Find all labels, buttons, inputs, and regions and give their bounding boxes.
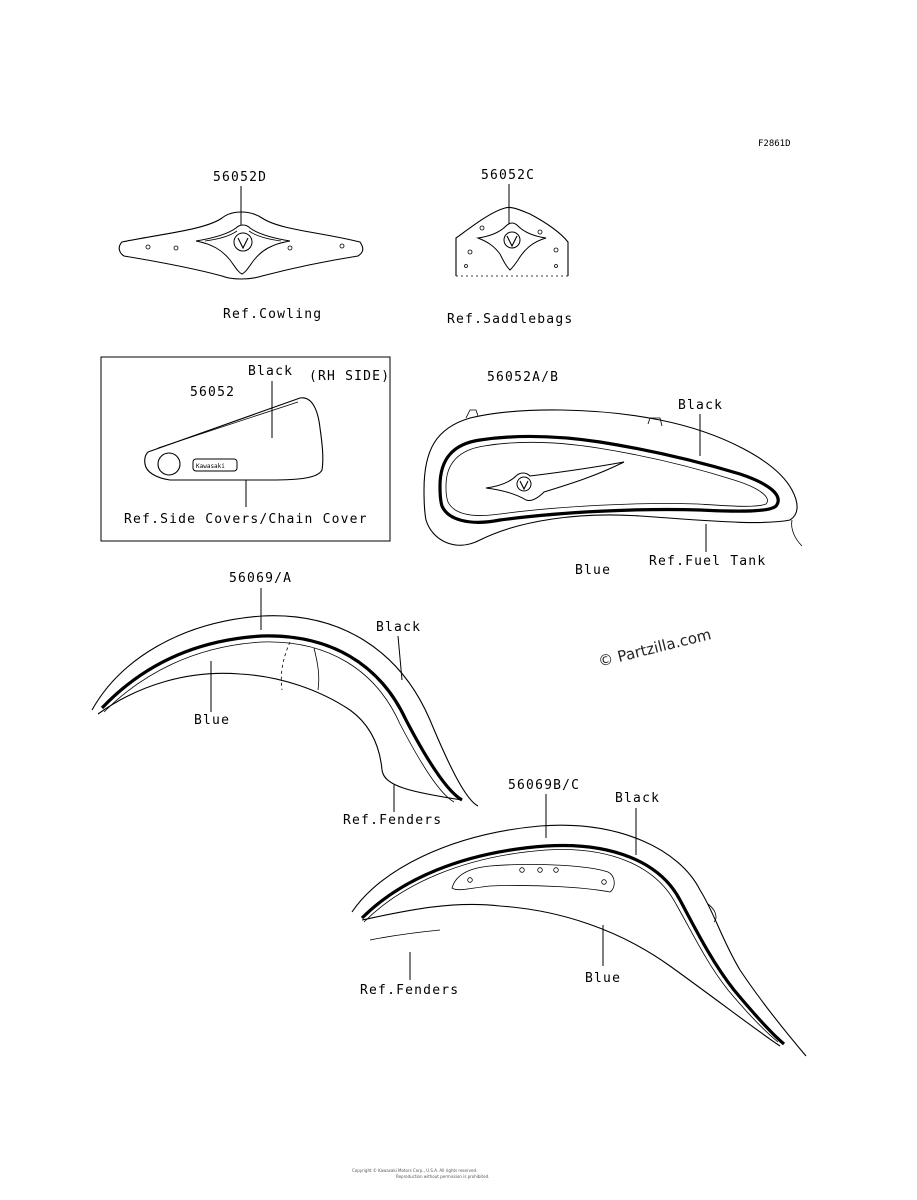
rear-fender-blue-label: Blue (585, 971, 621, 986)
front-fender-emblem[interactable]: 56069/A Black Blue Ref.Fenders (91, 571, 479, 828)
rear-fender-black-stripe (360, 843, 786, 1046)
side-cover-part-number: 56052 (190, 385, 235, 400)
watermark: © Partzilla.com (596, 625, 713, 670)
rear-fender-plate (451, 863, 615, 893)
cowling-part-number: 56052D (213, 170, 267, 185)
front-fender-black-label: Black (376, 620, 421, 635)
rear-fender-black-label: Black (615, 791, 660, 806)
tank-ref-label: Ref.Fuel Tank (649, 554, 766, 569)
svg-text:Kawasaki: Kawasaki (196, 463, 225, 470)
side-cover-emblem[interactable]: Black (RH SIDE) 56052 Kawasaki Ref.Side … (100, 356, 391, 542)
tank-outline (423, 409, 798, 546)
rear-fender-ref-label: Ref.Fenders (360, 983, 459, 998)
tank-v-badge-icon (516, 476, 532, 492)
side-cover-hole (157, 452, 181, 476)
cowling-plate-outline (118, 211, 364, 280)
footer-copyright-1: Copyright © Kawasaki Motors Corp., U.S.A… (352, 1168, 477, 1173)
side-cover-ref-label: Ref.Side Covers/Chain Cover (124, 512, 368, 527)
side-cover-frame (100, 356, 391, 542)
cowling-emblem[interactable]: 56052D Ref.Cowling (118, 170, 364, 322)
side-cover-outline (144, 397, 324, 481)
front-fender-outer (91, 615, 479, 807)
fuel-tank-emblem[interactable]: 56052A/B Black Blue Ref.Fuel Tank (423, 370, 803, 578)
front-fender-ref-label: Ref.Fenders (343, 813, 442, 828)
saddlebag-emblem[interactable]: 56052C Ref.Saddlebags (447, 168, 573, 327)
saddlebag-v-badge-icon (503, 231, 521, 249)
rear-fender-outer (351, 824, 807, 1057)
front-fender-black-stripe (100, 634, 463, 802)
v-badge-icon (233, 232, 253, 252)
front-fender-blue-label: Blue (194, 713, 230, 728)
tank-v-emblem (485, 461, 625, 501)
tank-blue-panel (438, 434, 780, 524)
footer-copyright-2: Reproduction without permission is prohi… (396, 1174, 489, 1179)
rear-fender-part-number: 56069B/C (508, 778, 580, 793)
front-fender-inner (97, 672, 463, 801)
side-cover-color-label: Black (248, 364, 293, 379)
saddlebag-plate-outline (455, 206, 569, 276)
cowling-ref-label: Ref.Cowling (223, 307, 322, 322)
saddlebag-part-number: 56052C (481, 168, 535, 183)
figure-code: F2861D (758, 139, 791, 149)
rear-fender-inner (361, 903, 781, 1047)
side-cover-side-note: (RH SIDE) (309, 369, 390, 384)
rear-fender-emblem[interactable]: 56069B/C Black Ref.Fenders Blue (351, 778, 807, 1057)
kawasaki-logo (192, 458, 238, 472)
tank-part-number: 56052A/B (487, 370, 559, 385)
front-fender-part-number: 56069/A (229, 571, 292, 586)
tank-black-label: Black (678, 398, 723, 413)
saddlebag-ref-label: Ref.Saddlebags (447, 312, 573, 327)
tank-blue-label: Blue (575, 563, 611, 578)
